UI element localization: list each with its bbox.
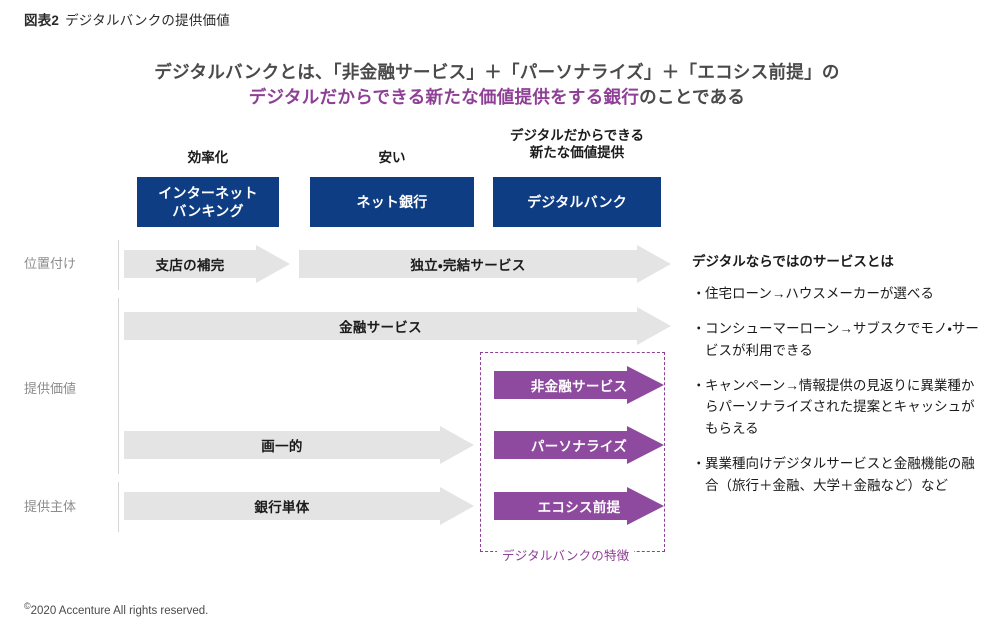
box-net-bank: ネット銀行 <box>310 177 474 227</box>
arrow-shape-icon <box>494 366 664 404</box>
column-header-new-value-line1: デジタルだからできる <box>509 128 645 143</box>
bullet-marker-icon: ・ <box>692 456 706 472</box>
arrow-uniform: 画一的 <box>124 426 474 464</box>
arrow-non-financial-service: 非金融サービス <box>494 366 664 404</box>
box-net-bank-label: ネット銀行 <box>356 193 428 210</box>
list-item-text: 異業種向けデジタルサービスと金融機能の融合（旅行＋金融、大学＋金融など）など <box>705 456 975 494</box>
box-digital-bank: デジタルバンク <box>493 177 661 227</box>
headline-highlight: デジタルだからできる新たな価値提供をする銀行 <box>248 86 640 107</box>
copyright-footer: ©2020 Accenture All rights reserved. <box>24 601 208 617</box>
arrow-shape-icon <box>494 487 664 525</box>
row-divider-line <box>118 298 119 474</box>
headline-line-1: デジタルバンクとは、「非金融サービス」＋「パーソナライズ」＋「エコシス前提」の <box>154 62 840 82</box>
headline: デジタルバンクとは、「非金融サービス」＋「パーソナライズ」＋「エコシス前提」の … <box>0 60 994 110</box>
bullet-marker-icon: ・ <box>692 286 706 301</box>
right-panel-title: デジタルならではのサービスとは <box>692 254 894 269</box>
arrow-bank-alone: 銀行単体 <box>124 487 474 525</box>
digital-bank-feature-label: デジタルバンクの特徴 <box>497 545 635 564</box>
list-item: ・ 異業種向けデジタルサービスと金融機能の融合（旅行＋金融、大学＋金融など）など <box>692 453 980 497</box>
figure-caption: 図表2 デジタルバンクの提供価値 <box>24 9 230 29</box>
arrow-shape-icon <box>124 487 474 525</box>
list-item-text: 住宅ローン→ハウスメーカーが選べる <box>705 286 934 301</box>
box-internet-banking-line2: バンキング <box>172 203 244 219</box>
box-internet-banking-line1: インターネット <box>158 184 258 201</box>
row-divider-line <box>118 240 119 290</box>
arrow-shape-icon <box>124 245 290 283</box>
copyright-text: 2020 Accenture All rights reserved. <box>30 604 209 617</box>
bullet-marker-icon: ・ <box>692 377 706 393</box>
arrow-shape-icon <box>494 426 664 464</box>
row-divider-line <box>118 482 119 532</box>
row-label-provider: 提供主体 <box>24 499 77 514</box>
right-panel-bullets: ・ 住宅ローン→ハウスメーカーが選べる ・ コンシューマーローン→サブスクでモノ… <box>692 283 980 510</box>
arrow-shape-icon <box>124 307 671 345</box>
box-internet-banking: インターネット バンキング <box>137 177 279 227</box>
row-label-value-offered: 提供価値 <box>24 381 77 396</box>
row-label-positioning: 位置付け <box>24 256 77 271</box>
bullet-marker-icon: ・ <box>692 320 706 336</box>
arrow-shape-icon <box>299 245 671 283</box>
column-header-efficiency: 効率化 <box>187 150 229 165</box>
arrow-personalize: パーソナライズ <box>494 426 664 464</box>
figure-number: 図表2 <box>24 13 60 28</box>
box-digital-bank-label: デジタルバンク <box>527 193 627 210</box>
figure-title: デジタルバンクの提供価値 <box>65 13 230 28</box>
list-item-text: キャンペーン→情報提供の見返りに異業種からパーソナライズされた提案とキャッシュが… <box>705 377 975 437</box>
arrow-branch-complement: 支店の補完 <box>124 245 290 283</box>
copyright-symbol-icon: © <box>24 601 31 611</box>
column-header-new-value-line2: 新たな価値提供 <box>529 144 625 160</box>
list-item: ・ コンシューマーローン→サブスクでモノ・サービスが利用できる <box>692 318 980 362</box>
arrow-financial-service: 金融サービス <box>124 307 671 345</box>
arrow-ecosystem-premise: エコシス前提 <box>494 487 664 525</box>
arrow-independent-complete-service: 独立・完結サービス <box>299 245 671 283</box>
box-internet-banking-label: インターネット バンキング <box>158 184 257 220</box>
headline-line-2-rest: のことである <box>639 86 746 107</box>
column-header-new-value: デジタルだからできる 新たな価値提供 <box>493 128 661 162</box>
headline-line-2: デジタルだからできる新たな価値提供をする銀行のことである <box>0 85 994 110</box>
list-item: ・ キャンペーン→情報提供の見返りに異業種からパーソナライズされた提案とキャッシ… <box>692 375 980 441</box>
list-item: ・ 住宅ローン→ハウスメーカーが選べる <box>692 283 980 305</box>
list-item-text: コンシューマーローン→サブスクでモノ・サービスが利用できる <box>705 320 979 358</box>
arrow-shape-icon <box>124 426 474 464</box>
column-header-cheap: 安い <box>378 150 406 165</box>
